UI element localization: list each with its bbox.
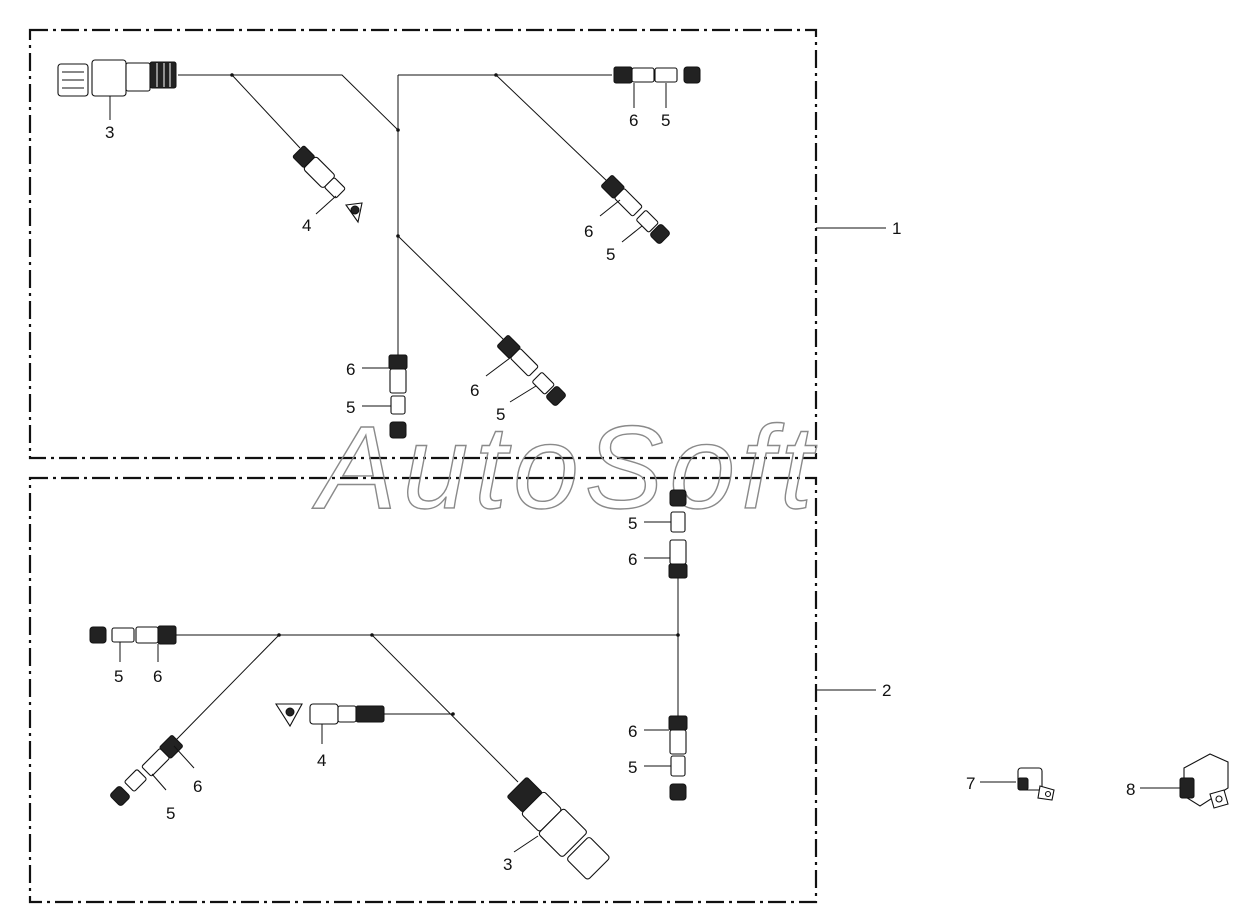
callout-part-7: 7 bbox=[966, 774, 975, 793]
callout-assembly-1: 1 bbox=[892, 219, 901, 238]
connector-6-a bbox=[613, 66, 655, 84]
connector-5-c bbox=[389, 395, 407, 439]
callout-6-b: 6 bbox=[584, 222, 593, 241]
callout-6-a: 6 bbox=[629, 111, 638, 130]
callout-part-8: 8 bbox=[1126, 780, 1135, 799]
sensor-4-b bbox=[274, 703, 303, 728]
connector-5-a bbox=[654, 66, 701, 84]
callouts-assembly-2: 5 6 5 6 4 3 5 6 6 5 bbox=[114, 514, 671, 874]
callout-6-g: 6 bbox=[628, 550, 637, 569]
part-8: 8 bbox=[1126, 753, 1229, 809]
connector-5-g bbox=[669, 489, 687, 533]
connector-6-f bbox=[141, 735, 183, 777]
callout-5-f: 5 bbox=[166, 804, 175, 823]
harness-2-wires bbox=[175, 578, 680, 783]
callout-4-a: 4 bbox=[302, 216, 311, 235]
callout-5-h: 5 bbox=[628, 758, 637, 777]
callout-5-b: 5 bbox=[606, 245, 615, 264]
connector-6-c bbox=[388, 354, 408, 394]
watermark: AutoSoft bbox=[312, 402, 819, 534]
callouts-assembly-1: 3 4 6 5 6 5 6 5 6 5 bbox=[105, 83, 670, 424]
connector-4-b bbox=[309, 703, 385, 725]
harness-1-wires bbox=[178, 73, 612, 355]
connector-4-a bbox=[292, 145, 346, 199]
connector-5-f bbox=[110, 769, 147, 806]
callout-assembly-2: 2 bbox=[882, 681, 891, 700]
connector-5-b bbox=[636, 210, 670, 244]
callout-5-e: 5 bbox=[114, 667, 123, 686]
connector-5-d bbox=[532, 372, 566, 406]
callout-6-f: 6 bbox=[193, 777, 202, 796]
callout-3-b: 3 bbox=[503, 855, 512, 874]
connector-5-e bbox=[89, 626, 135, 644]
assembly-callouts: 1 2 bbox=[816, 219, 901, 700]
connector-6-e bbox=[135, 625, 177, 645]
callout-5-g: 5 bbox=[628, 514, 637, 533]
callout-5-c: 5 bbox=[346, 398, 355, 417]
callout-4-b: 4 bbox=[317, 751, 326, 770]
sensor-4-a bbox=[345, 202, 363, 224]
connector-6-d bbox=[497, 335, 539, 377]
assembly-frame-2 bbox=[28, 476, 818, 904]
callout-6-c: 6 bbox=[346, 360, 355, 379]
assembly-frame-1 bbox=[28, 28, 818, 460]
connector-3-a bbox=[57, 59, 177, 97]
connector-3-b bbox=[507, 777, 610, 880]
connector-5-h bbox=[669, 755, 687, 801]
callout-3-a: 3 bbox=[105, 123, 114, 142]
connector-6-b bbox=[601, 175, 643, 217]
part-7: 7 bbox=[966, 767, 1055, 801]
callout-5-d: 5 bbox=[496, 405, 505, 424]
callout-6-d: 6 bbox=[470, 381, 479, 400]
callout-5-a: 5 bbox=[661, 111, 670, 130]
connector-6-g bbox=[668, 539, 688, 579]
callout-6-e: 6 bbox=[153, 667, 162, 686]
connector-6-h bbox=[668, 715, 688, 755]
callout-6-h: 6 bbox=[628, 722, 637, 741]
